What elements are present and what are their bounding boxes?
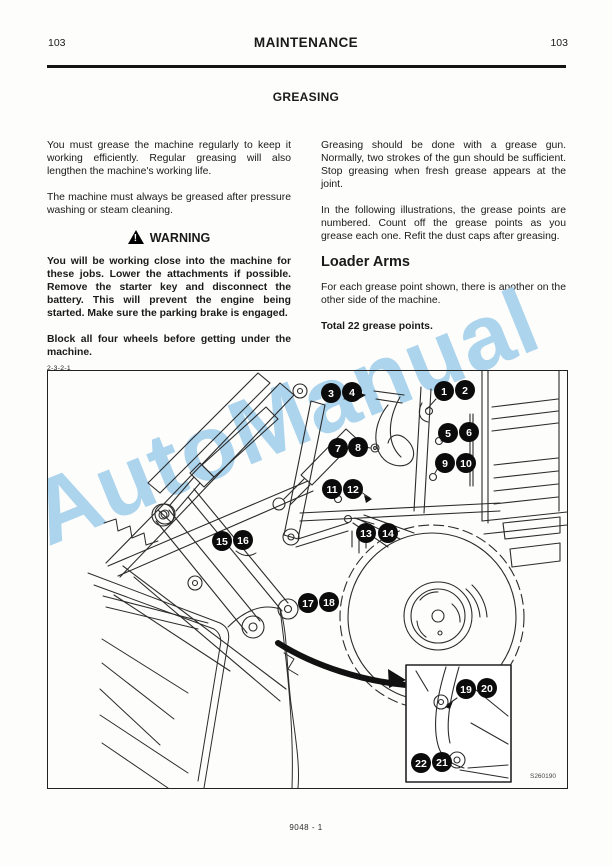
svg-text:14: 14	[382, 528, 394, 540]
svg-text:9: 9	[442, 458, 448, 470]
header-rule	[47, 65, 566, 68]
svg-text:16: 16	[237, 535, 249, 547]
grease-point-22: 22	[411, 753, 431, 773]
svg-text:2: 2	[462, 385, 468, 397]
section-title: GREASING	[272, 90, 340, 104]
page-number-left: 103	[48, 37, 66, 49]
svg-text:21: 21	[436, 757, 448, 769]
grease-point-7: 7	[328, 438, 348, 458]
page-title: MAINTENANCE	[253, 35, 359, 50]
left-column: You must grease the machine regularly to…	[47, 139, 291, 375]
svg-text:11: 11	[326, 484, 337, 496]
warning-heading: WARNING	[47, 230, 291, 245]
svg-text:5: 5	[445, 428, 451, 440]
grease-point-19: 19	[456, 679, 476, 699]
svg-text:7: 7	[335, 443, 341, 455]
warning-label: WARNING	[149, 231, 211, 245]
svg-text:3: 3	[328, 388, 334, 400]
right-column: Greasing should be done with a grease gu…	[321, 139, 566, 346]
hydraulic-cylinders	[154, 406, 358, 525]
loader-illustration: S260190 12345678910111213141516171819202…	[87, 371, 567, 788]
svg-text:8: 8	[355, 442, 361, 454]
grease-point-12: 12	[343, 479, 363, 499]
svg-text:6: 6	[466, 427, 472, 439]
svg-text:12: 12	[347, 484, 359, 496]
shadow-swoosh	[275, 640, 409, 688]
svg-text:17: 17	[302, 598, 314, 610]
warning-paragraph: You will be working close into the machi…	[47, 256, 291, 319]
warning-paragraph: Block all four wheels before getting und…	[47, 334, 291, 358]
grease-point-1: 1	[434, 381, 454, 401]
loader-arms	[105, 372, 314, 578]
reference-code: 2-3-2-1	[47, 365, 72, 372]
grease-point-17: 17	[298, 593, 318, 613]
paragraph: The machine must always be greased after…	[47, 192, 291, 216]
svg-text:22: 22	[415, 758, 427, 770]
grease-point-15: 15	[212, 531, 232, 551]
total-grease-points: Total 22 grease points.	[321, 321, 433, 332]
paragraph: You must grease the machine regularly to…	[47, 140, 291, 177]
grease-point-18: 18	[319, 592, 339, 612]
svg-text:10: 10	[460, 458, 472, 470]
grease-point-6: 6	[459, 422, 479, 442]
svg-text:19: 19	[460, 684, 472, 696]
figure-code: S260190	[530, 773, 556, 780]
subsection-heading: Loader Arms	[321, 254, 410, 270]
grease-point-11: 11	[322, 479, 342, 499]
grease-point-8: 8	[348, 437, 368, 457]
svg-text:1: 1	[441, 386, 447, 398]
grease-point-9: 9	[435, 453, 455, 473]
grease-point-10: 10	[456, 453, 476, 473]
svg-text:13: 13	[360, 528, 372, 540]
paragraph: Greasing should be done with a grease gu…	[321, 140, 566, 190]
grease-point-3: 3	[321, 383, 341, 403]
page-number-right: 103	[550, 37, 568, 49]
svg-text:18: 18	[323, 597, 335, 609]
warning-icon	[127, 230, 144, 245]
grease-point-20: 20	[477, 678, 497, 698]
paragraph: In the following illustrations, the grea…	[321, 205, 566, 242]
grease-point-5: 5	[438, 423, 458, 443]
grease-point-4: 4	[342, 382, 362, 402]
cab-frame	[299, 371, 567, 568]
svg-text:4: 4	[349, 387, 355, 399]
linkage	[113, 400, 349, 702]
paragraph: For each grease point shown, there is an…	[321, 282, 566, 306]
grease-point-2: 2	[455, 380, 475, 400]
svg-text:15: 15	[216, 536, 228, 548]
bucket	[87, 518, 300, 788]
grease-point-21: 21	[432, 752, 452, 772]
grease-point-14: 14	[378, 523, 398, 543]
grease-point-13: 13	[356, 523, 376, 543]
grease-point-16: 16	[233, 530, 253, 550]
footer-code: 9048 - 1	[289, 823, 323, 832]
svg-text:20: 20	[481, 683, 493, 695]
